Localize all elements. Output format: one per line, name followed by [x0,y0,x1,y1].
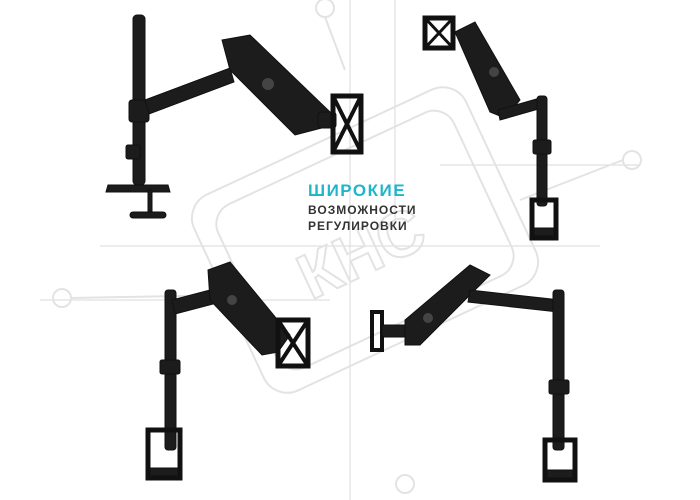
desk-clamp-icon [529,197,559,241]
brand-logo-icon [262,78,274,90]
brand-logo-icon [489,67,499,77]
vesa-plate-icon [330,93,364,155]
desk-clamp-icon [145,427,183,481]
monitor-arm-mount-photo [105,14,364,219]
monitor-arm-mount-photo [145,261,311,481]
vesa-plate-icon [422,15,456,51]
monitor-arm-mount-photo [422,15,559,241]
vesa-plate-icon [275,317,311,369]
feature-caption: ШИРОКИЕ ВОЗМОЖНОСТИ РЕГУЛИРОВКИ [308,180,468,234]
caption-line-3: РЕГУЛИРОВКИ [308,219,408,233]
brand-logo-icon [423,313,433,323]
caption-accent-line: ШИРОКИЕ [308,181,407,200]
monitor-arm-mount-photo [370,264,578,483]
desk-clamp-icon [542,437,578,483]
vesa-plate-icon [370,310,384,352]
brand-logo-icon [227,295,237,305]
caption-line-2: ВОЗМОЖНОСТИ [308,203,417,217]
